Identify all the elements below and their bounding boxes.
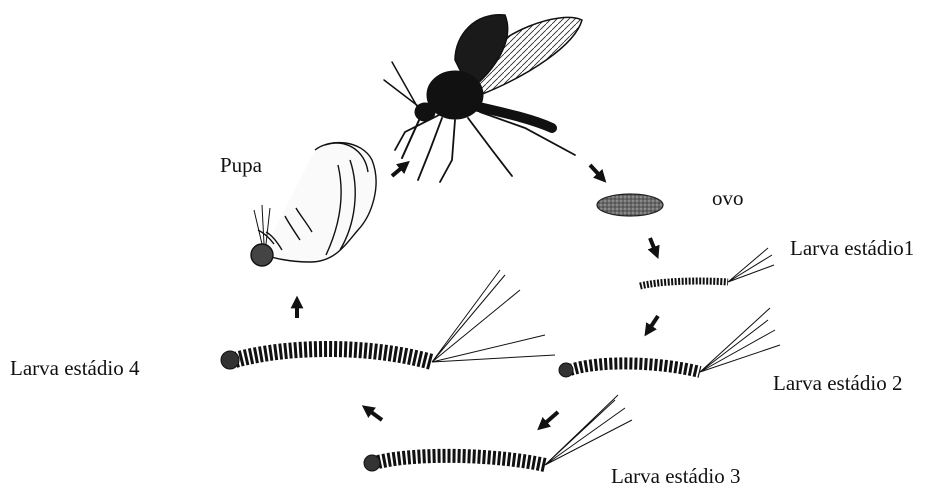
arrow-egg-to-larva1 — [650, 238, 656, 253]
label-larva-stage-2: Larva estádio 2 — [773, 373, 902, 394]
arrow-larva2-to-larva3 — [542, 412, 558, 426]
arrow-pupa-to-adult — [392, 165, 405, 176]
label-egg: ovo — [712, 188, 744, 209]
larva-stage-2-illustration — [559, 308, 780, 377]
larva-stage-1-illustration — [640, 248, 774, 286]
label-larva-stage-4: Larva estádio 4 — [10, 358, 139, 379]
egg-illustration — [597, 194, 663, 216]
label-pupa: Pupa — [220, 155, 262, 176]
adult-mosquito-illustration — [384, 15, 582, 182]
arrow-larva3-to-larva4 — [367, 409, 382, 420]
larva-stage-4-illustration — [221, 270, 555, 369]
arrow-larva1-to-larva2 — [648, 316, 658, 331]
larva-stage-3-illustration — [364, 395, 632, 471]
label-larva-stage-3: Larva estádio 3 — [611, 466, 740, 487]
pupa-illustration — [251, 143, 376, 266]
arrow-adult-to-egg — [590, 165, 602, 178]
label-larva-stage-1: Larva estádio1 — [790, 238, 914, 259]
